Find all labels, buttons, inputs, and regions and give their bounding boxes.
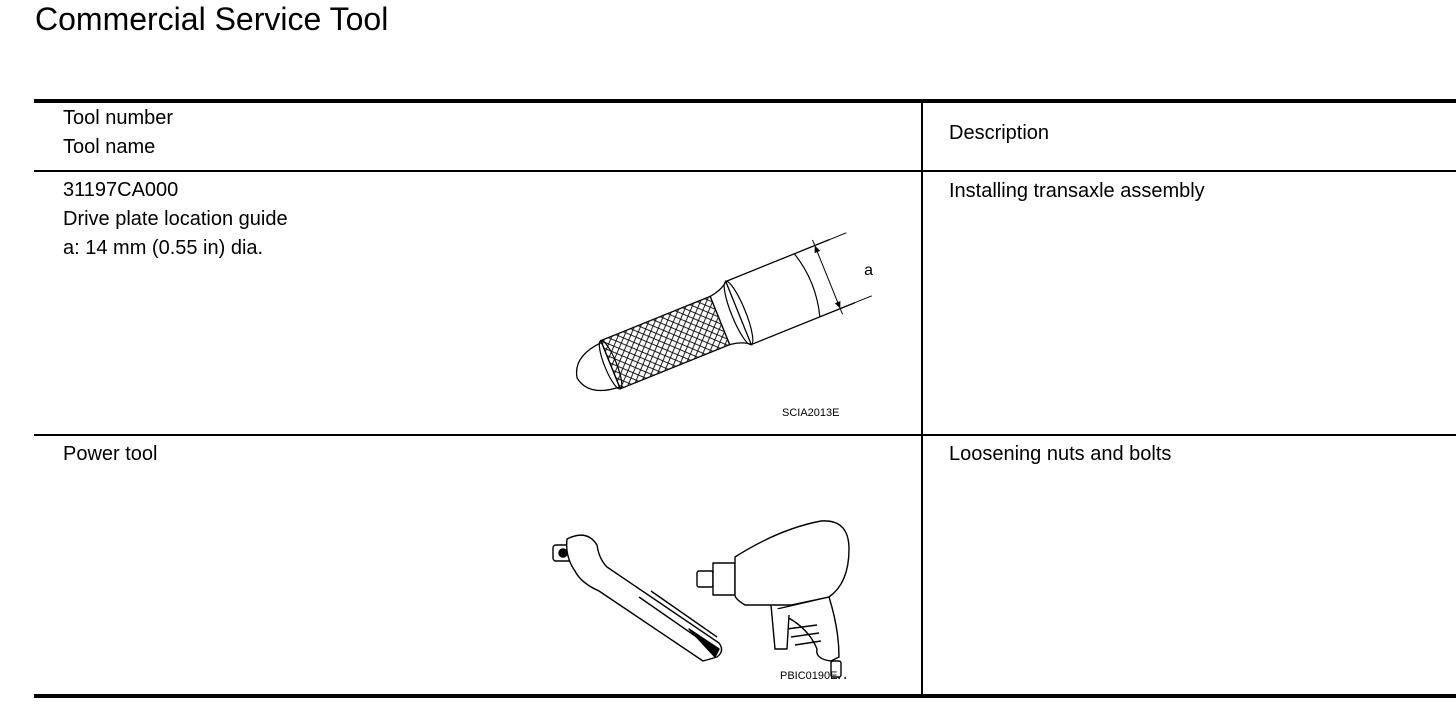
header-description-cell: Description	[949, 119, 1049, 148]
header-divider	[34, 170, 1456, 172]
header-tool-number: Tool number	[63, 107, 174, 129]
table-top-rule	[34, 99, 1456, 103]
row-2-description-cell: Loosening nuts and bolts	[949, 440, 1171, 469]
drive-plate-location-guide-illustration: a	[575, 232, 873, 392]
column-divider	[921, 99, 923, 696]
header-description: Description	[949, 122, 1050, 144]
power-tool-illustration	[552, 520, 850, 679]
row-2-figure-code: PBIC0190E	[780, 670, 838, 682]
row-1-description: Installing transaxle assembly	[949, 180, 1205, 202]
table-bottom-rule	[34, 694, 1456, 698]
row-2-tool-cell: Power tool	[63, 440, 158, 469]
row-1-tool-name: Drive plate location guide	[63, 208, 288, 230]
service-tool-table: Tool number Tool name Description 31197C…	[34, 99, 1456, 698]
row-2-tool-name: Power tool	[63, 443, 158, 465]
row-1-description-cell: Installing transaxle assembly	[949, 177, 1205, 206]
header-tool-cell: Tool number Tool name	[63, 104, 173, 162]
row-1-tool-number: 31197CA000	[63, 179, 179, 201]
page-title: Commercial Service Tool	[35, 1, 389, 37]
row-1-tool-cell: 31197CA000 Drive plate location guide a:…	[63, 176, 288, 263]
header-tool-name: Tool name	[63, 136, 156, 158]
row-1-figure-code: SCIA2013E	[782, 407, 840, 419]
row-1-tool-spec: a: 14 mm (0.55 in) dia.	[63, 237, 264, 259]
row-divider	[34, 434, 1456, 436]
dimension-label: a	[864, 262, 873, 279]
row-2-description: Loosening nuts and bolts	[949, 443, 1172, 465]
